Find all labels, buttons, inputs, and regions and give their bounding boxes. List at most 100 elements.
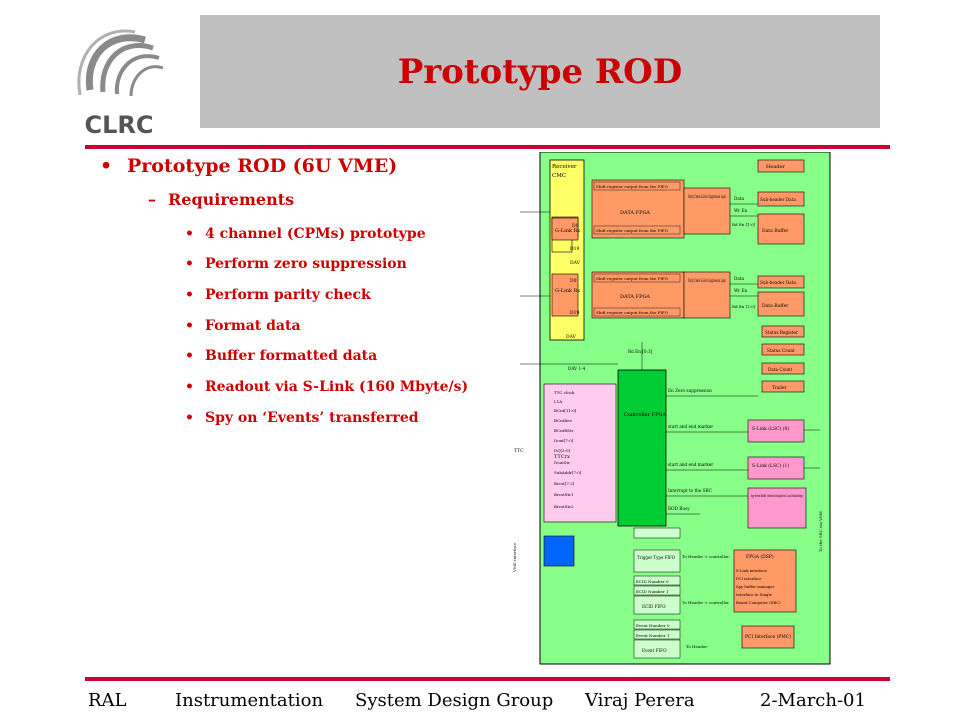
subheader-2 xyxy=(757,275,805,289)
shift-reg-label-2a: Shift register output from the FIFO xyxy=(596,276,669,281)
event-1 xyxy=(633,629,681,640)
ttc-input-4: BCntRStr xyxy=(554,428,574,433)
data-buffer-label-1: Data Buffer xyxy=(762,228,789,234)
rod-busy-label: ROD Busy xyxy=(668,506,690,511)
bullet-text: Buffer formatted data xyxy=(205,348,378,364)
footer-date: 2-March-01 xyxy=(760,690,866,711)
pci-interface-label: PCI Interface (PMC) xyxy=(745,634,791,639)
bullet-dot-icon: • xyxy=(185,318,194,334)
receiver-label: Receiver xyxy=(552,164,577,170)
bullet-dot-icon: • xyxy=(185,379,194,395)
d19-label-1: D19 xyxy=(570,246,579,252)
en-zero-label: En Zero suppression xyxy=(668,388,712,393)
footer-org: RAL xyxy=(88,690,127,711)
bottom-rule xyxy=(85,677,890,681)
to-header-ctrl-label-1: To Header + controller xyxy=(682,554,729,559)
to-header-label: To Header xyxy=(686,644,707,649)
trigger-type-fifo xyxy=(633,549,681,573)
rden-label-1: Rd En [1:0] xyxy=(732,222,756,227)
shift-reg-2a xyxy=(593,273,681,283)
spy-buffer-label: Spy Event Buffer (Selected Sample for Lo… xyxy=(751,493,803,498)
data-count-label: Data Count xyxy=(768,367,792,372)
ttcrx xyxy=(543,383,617,523)
bullet-text: Perform parity check xyxy=(205,287,371,303)
glink-rx-1-body xyxy=(551,217,579,241)
header-block xyxy=(757,159,805,173)
vme-interface-label: VME interface xyxy=(512,542,517,573)
shift-reg-label-1b: Shift register output from the FIFO xyxy=(596,228,669,233)
bullet-text: Perform zero suppression xyxy=(205,256,407,272)
rden-label-2: Rd En [1:0] xyxy=(732,304,756,309)
fpga-dsp-item-0: S-Link interface xyxy=(736,568,768,573)
trailer-label: Trailer xyxy=(772,385,786,390)
ttc-side-label: TTC xyxy=(514,448,524,454)
parity-label-2: Parity Check & Zero Suppression Logic xyxy=(688,278,726,284)
ttc-input-1: L1A xyxy=(554,399,562,404)
subheader-1 xyxy=(757,191,805,207)
fpga-dsp-item-1: PCI interface xyxy=(736,576,762,581)
bullet-text: Requirements xyxy=(168,190,295,209)
spy-event-buffer xyxy=(747,487,807,529)
controller-fpga xyxy=(617,369,667,527)
bullet-dot-icon: • xyxy=(185,348,194,364)
data-fpga-label-2: DATA FPGA xyxy=(620,294,650,300)
bullet-dot-icon: • xyxy=(185,256,194,272)
event0-label: Event Number 0 xyxy=(636,623,670,628)
data-label-2: Data xyxy=(734,276,745,281)
ttc-input-0: TTC clock xyxy=(554,390,575,395)
shift-reg-1b xyxy=(593,225,681,235)
parity-label-1: Parity Check & Zero Suppression Logic xyxy=(688,194,726,200)
ttc-input-3: BCntRes xyxy=(554,418,572,423)
to-header-ctrl-label-2: To Header + controller xyxy=(682,600,729,605)
slide-title: Prototype ROD xyxy=(397,51,683,92)
logo-text: CLRC xyxy=(85,111,154,138)
status-count-label: Status Count xyxy=(767,348,795,353)
event-fifo xyxy=(633,639,681,659)
glink1-label: G-Link Rx xyxy=(555,228,580,234)
dav-label-1: DAV xyxy=(570,260,581,266)
right-side-label: To the SBC via VME xyxy=(818,511,823,552)
start-end-label-1: start and end marker xyxy=(668,424,713,429)
glink-rx-2 xyxy=(551,273,579,317)
ttc-input-7: DoutStr xyxy=(554,460,570,465)
bullet-text: Prototype ROD (6U VME) xyxy=(127,155,398,177)
header-label: Header xyxy=(766,164,785,170)
ttc-input-10: BrcstStr1 xyxy=(554,492,574,497)
slink0-label: S-Link (LSC) (0) xyxy=(752,425,789,432)
fpga-dsp xyxy=(733,549,797,613)
slink1-label: S-Link (LSC) (1) xyxy=(752,462,789,469)
ttc-input-6: DQ[3:0] xyxy=(554,448,570,453)
bullet-text: Readout via S-Link (160 Mbyte/s) xyxy=(205,379,469,395)
clrc-logo-icon: CLRC xyxy=(77,29,164,139)
ecid-fifo-label: ECID FIFO xyxy=(642,604,666,609)
data-buffer-2 xyxy=(757,291,805,317)
ecid1-label: ECID Number 1 xyxy=(636,589,669,594)
clrc-logo: CLRC xyxy=(55,10,183,139)
ttc-input-9: Brcst[7:2] xyxy=(554,481,575,486)
rod-block-diagram: Receiver CMC G-Link Rx D0 D19 DAV G-Link… xyxy=(512,152,831,665)
bullet-dot-icon: • xyxy=(185,410,194,426)
title-band xyxy=(200,15,880,128)
interrupt-label: Interrupt to the SBC xyxy=(668,488,712,493)
ttc-input-8: SubAddr[7:0] xyxy=(554,470,582,475)
status-register-label: Status Register xyxy=(765,330,798,335)
event-0 xyxy=(633,619,681,630)
glink2-label: G-Link Rx xyxy=(555,288,580,294)
event1-label: Event Number 1 xyxy=(636,633,670,638)
subheader-label-1: Sub-header Data xyxy=(760,197,796,202)
event-fifo-label: Event FIFO xyxy=(642,648,667,653)
trigger-type-label: Trigger Type FIFO xyxy=(637,555,676,560)
fpga-dsp-item-4: Board Computer (SBC) xyxy=(736,600,781,605)
start-end-label-2: start and end marker xyxy=(668,462,713,467)
bullet-text: Spy on ‘Events’ transferred xyxy=(205,410,419,426)
status-count xyxy=(761,343,805,356)
ecid-1 xyxy=(633,585,681,596)
data-count xyxy=(761,362,805,375)
shift-reg-label-2b: Shift register output from the FIFO xyxy=(596,310,669,315)
parity-zs-2 xyxy=(683,271,731,319)
fifo-slot xyxy=(633,527,681,539)
subheader-label-2: Sub-header Data xyxy=(760,280,796,285)
wren-label-1: Wr En xyxy=(734,208,748,213)
bullet-dot-icon: • xyxy=(100,155,113,177)
dash-icon: – xyxy=(148,190,156,209)
